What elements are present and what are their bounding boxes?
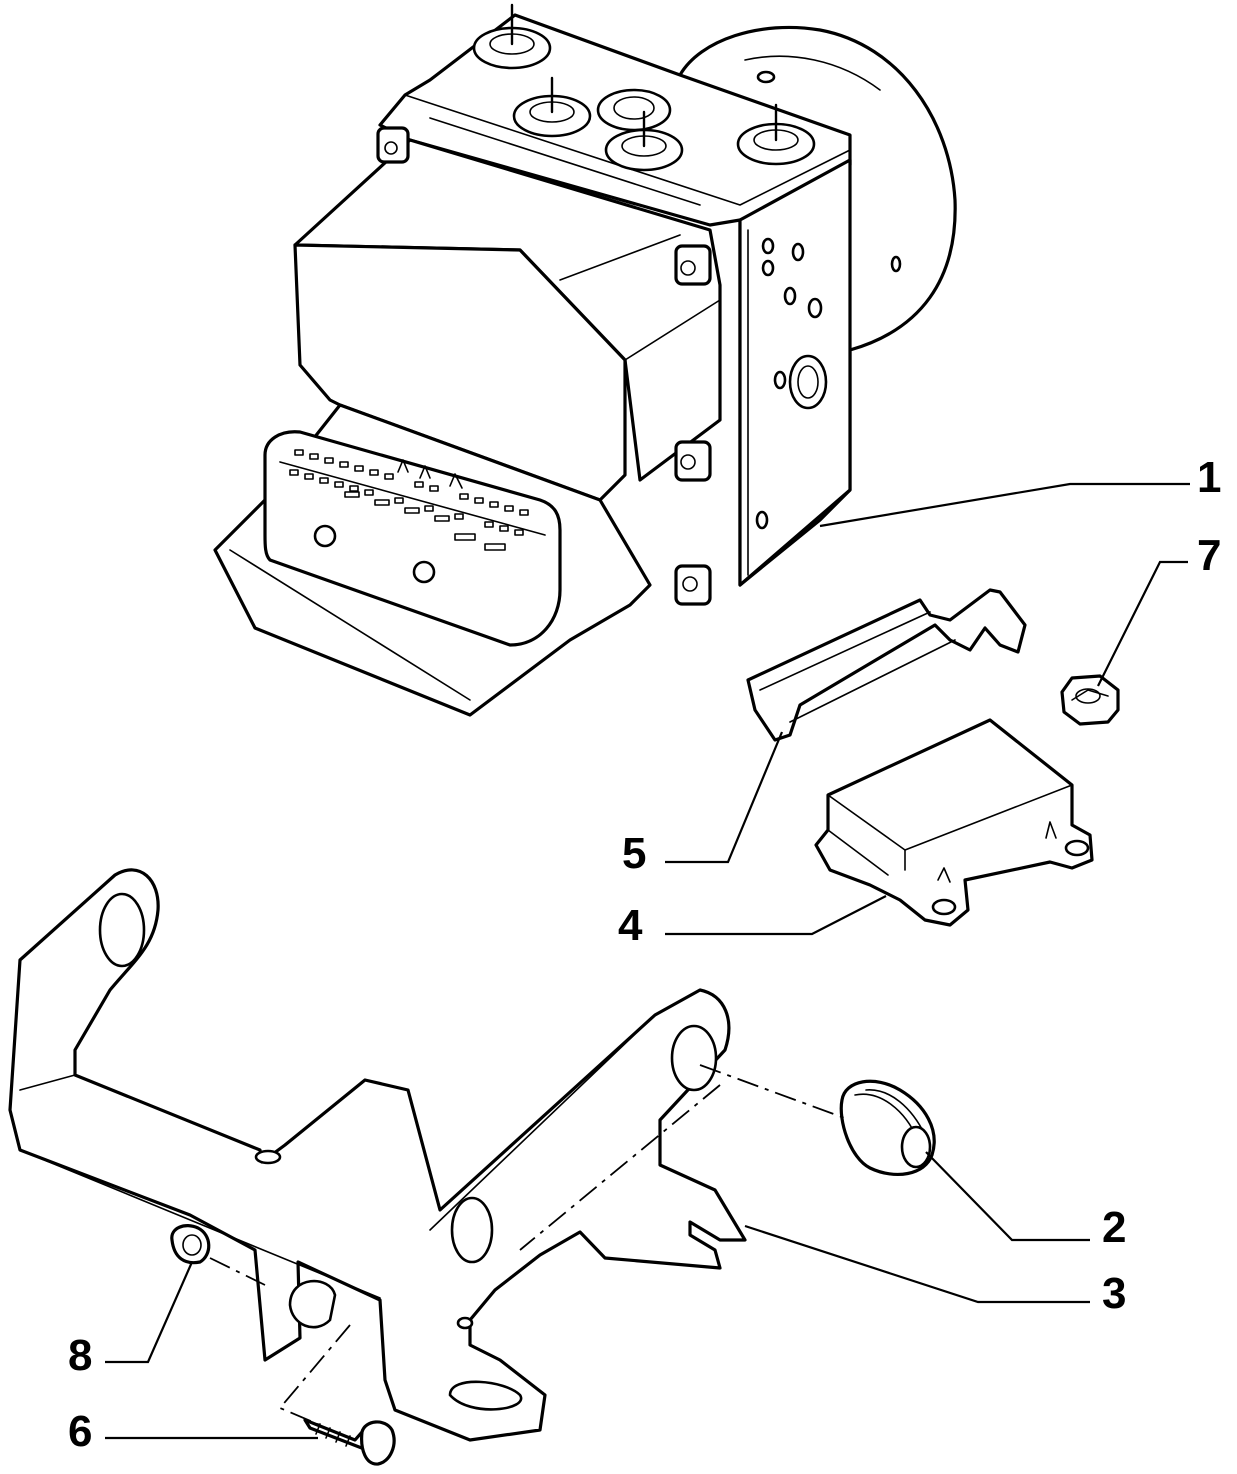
spacer-nut [170, 1224, 211, 1265]
callout-6: 6 [68, 1407, 93, 1456]
mounting-bracket [8, 868, 747, 1442]
callout-5: 5 [622, 829, 647, 878]
hex-nut [1060, 674, 1120, 726]
rubber-grommet [839, 1079, 936, 1177]
callout-2: 2 [1102, 1203, 1127, 1252]
callout-7: 7 [1197, 531, 1222, 580]
retaining-clip [746, 588, 1027, 742]
leader-lines [105, 482, 1190, 1440]
mounting-bolts [376, 126, 712, 606]
callout-3: 3 [1102, 1269, 1127, 1318]
wiring-connector [263, 430, 562, 647]
abs-hydraulic-unit [213, 3, 957, 717]
callout-8: 8 [68, 1331, 93, 1380]
sensor-module [814, 718, 1094, 927]
callout-1: 1 [1197, 453, 1222, 502]
callout-4: 4 [618, 901, 643, 950]
screw [303, 1418, 396, 1466]
port-fittings [472, 3, 816, 172]
assembly-axis-lines [209, 1064, 851, 1426]
